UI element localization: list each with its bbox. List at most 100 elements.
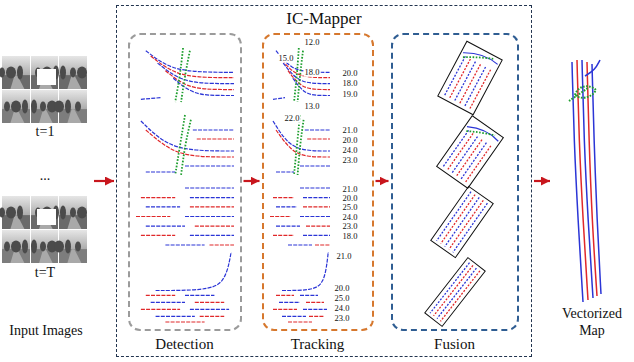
camera-tree [11, 241, 21, 253]
camera-frame [31, 230, 58, 263]
map-element-line [443, 130, 469, 167]
camera-images [0, 56, 87, 123]
camera-ground [59, 249, 87, 263]
map-element-line [273, 98, 285, 100]
stage-label: Tracking [291, 335, 345, 353]
map-panel [273, 48, 330, 102]
crossing-line [466, 120, 495, 146]
map-element-line [444, 56, 465, 96]
flow-arrow [534, 180, 550, 182]
map-element-line [467, 121, 499, 146]
camera-ground [59, 109, 87, 123]
map-element-line [190, 309, 229, 310]
crossing-line [569, 88, 588, 101]
map-element-line [461, 143, 487, 180]
map-element-line [146, 295, 175, 296]
camera-tree [22, 100, 28, 114]
map-element-line [307, 138, 330, 139]
fused-map-patch [431, 186, 493, 257]
track-id: 13.0 [304, 102, 321, 111]
map-element-line [300, 187, 330, 188]
camera-frame [2, 196, 30, 229]
map-element-line [210, 244, 235, 245]
map-panel [273, 252, 328, 322]
stage-label: Fusion [434, 335, 475, 353]
label-anchor: 12.0 [304, 38, 321, 47]
map-element-line [146, 226, 185, 227]
track-id: 23.0 [334, 314, 351, 323]
label-anchor: 23.0 [342, 222, 359, 231]
map-element-line [141, 309, 180, 310]
map-element-line [298, 51, 303, 102]
map-element-line [305, 129, 330, 130]
map-element-line [136, 216, 170, 217]
stage-box: Fusion [391, 33, 519, 331]
flow-arrow [94, 180, 114, 182]
label-anchor: 25.0 [334, 294, 351, 303]
camera-tree [17, 206, 23, 220]
fused-map-patch [437, 116, 504, 189]
track-id: 24.0 [334, 304, 351, 313]
track-id: 21.0 [342, 185, 359, 194]
camera-tree [17, 66, 23, 80]
map-element-line [200, 316, 225, 317]
label-anchor: 13.0 [304, 102, 321, 111]
camera-tree [4, 102, 10, 112]
map-element-line [592, 64, 601, 294]
camera-tree [6, 207, 16, 219]
map-element-line [273, 235, 294, 236]
map-element-line [156, 252, 231, 291]
camera-frame [59, 56, 87, 89]
track-id: 23.0 [342, 222, 359, 231]
vectorized-map-drawing [569, 60, 601, 302]
track-id: 18.0 [342, 79, 359, 88]
label-anchor: 23.0 [334, 314, 351, 323]
map-element-line [276, 206, 297, 207]
map-panel [270, 188, 330, 245]
track-id: 21.0 [336, 252, 353, 261]
label-anchor: 20.0 [334, 284, 351, 293]
map-element-line [151, 302, 185, 303]
crossing-line [575, 86, 596, 97]
map-element-line [459, 64, 480, 104]
map-element-line [165, 244, 204, 245]
map-element-line [190, 235, 234, 236]
map-panel [141, 48, 234, 102]
label-anchor: 23.0 [342, 156, 359, 165]
map-element-line [190, 197, 234, 198]
map-element-line [282, 316, 306, 317]
label-anchor: 20.0 [342, 194, 359, 203]
map-element-line [453, 203, 487, 252]
camera-tree [40, 102, 46, 112]
map-element-line [175, 115, 185, 175]
label-anchor: 21.0 [342, 185, 359, 194]
map-element-line [181, 51, 190, 102]
map-element-line [463, 46, 498, 69]
label-anchor: 18.0 [304, 68, 321, 77]
stage-label: Vectorized Map [556, 306, 628, 340]
label-anchor: t=T [35, 266, 55, 280]
camera-ground [2, 75, 30, 89]
camera-tree [54, 101, 64, 113]
map-element-line [298, 120, 304, 175]
map-panel [141, 252, 231, 322]
map-element-line [158, 63, 234, 84]
map-element-line [175, 48, 183, 102]
camera-tree [22, 240, 28, 254]
camera-frame [31, 90, 58, 123]
flow-arrow [244, 180, 260, 182]
track-id: 24.0 [342, 213, 359, 222]
map-element-line [585, 60, 600, 76]
map-element-line [279, 302, 300, 303]
camera-tree [60, 206, 66, 220]
map-element-line [276, 226, 300, 227]
camera-tree [4, 242, 10, 252]
flow-arrow [376, 180, 389, 182]
pipeline-box: IC-MapperDetectionTrackingFusion [116, 5, 532, 357]
stage-box: Detection [128, 33, 242, 331]
map-element-line [445, 197, 479, 246]
map-element-line [185, 165, 234, 166]
map-element-line [193, 129, 234, 130]
map-element-line [288, 244, 312, 245]
map-element-line [437, 192, 471, 241]
